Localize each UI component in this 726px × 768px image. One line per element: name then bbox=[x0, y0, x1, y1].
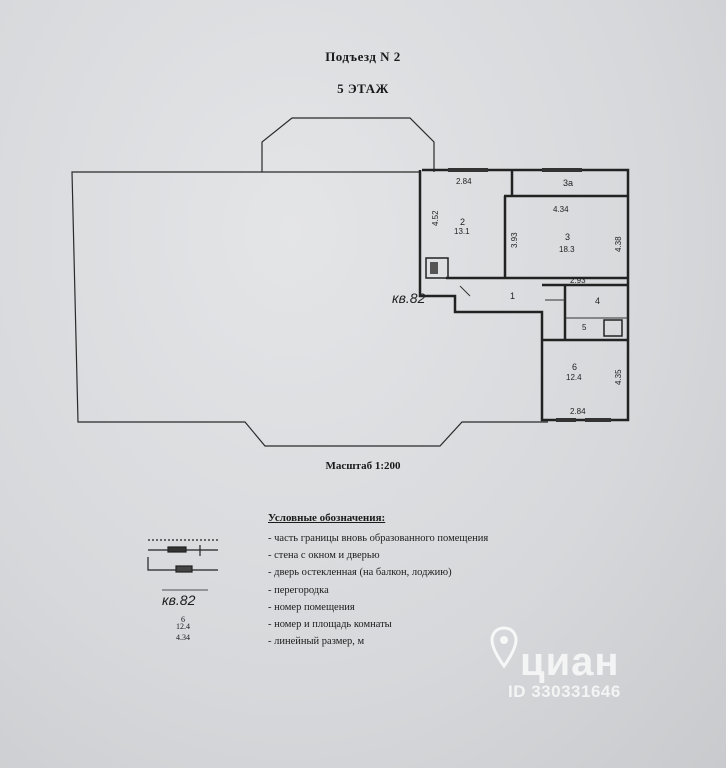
building-outline bbox=[71, 171, 548, 447]
room-6-number: 6 bbox=[572, 362, 577, 372]
watermark-id: ID 330331646 bbox=[508, 682, 621, 701]
room-3-area: 18.3 bbox=[559, 245, 575, 254]
dim-room6-vertical: 4.35 bbox=[614, 369, 623, 385]
bath-fixture bbox=[603, 319, 623, 337]
kitchen-fixture bbox=[425, 257, 449, 279]
partition-lines bbox=[459, 285, 628, 319]
room-6-area: 12.4 bbox=[566, 373, 582, 382]
room-5-number: 5 bbox=[582, 323, 587, 332]
legend-list: - часть границы вновь образованного поме… bbox=[268, 530, 488, 650]
legend-item: - стена с окном и дверью bbox=[268, 550, 380, 562]
dim-top-left: 2.84 bbox=[456, 177, 472, 186]
legend-item: - часть границы вновь образованного поме… bbox=[268, 533, 489, 544]
entrance-title: Подъезд N 2 bbox=[325, 49, 401, 64]
legend-title: Условные обозначения: bbox=[268, 512, 386, 524]
room-1-number: 1 bbox=[510, 291, 515, 301]
floor-title: 5 ЭТАЖ bbox=[337, 81, 389, 96]
room-3a-number: 3а bbox=[563, 178, 573, 188]
building-outline-top bbox=[261, 117, 435, 172]
dim-bottom: 2.84 bbox=[570, 407, 586, 416]
legend-item: - номер помещения bbox=[268, 601, 355, 613]
legend-item: - перегородка bbox=[268, 584, 329, 596]
location-pin-icon bbox=[490, 626, 518, 669]
legend-symbol-room-number: 6 bbox=[181, 615, 185, 624]
legend-symbol-dimension: 4.34 bbox=[176, 633, 190, 642]
dim-mid-horizontal: 2.93 bbox=[570, 276, 586, 285]
watermark-brand: циан bbox=[520, 640, 620, 684]
legend-item: - дверь остекленная (на балкон, лоджию) bbox=[268, 567, 452, 579]
legend-symbol-room-area: 12.4 bbox=[176, 622, 190, 631]
room-4-number: 4 bbox=[595, 296, 600, 306]
room-2-number: 2 bbox=[460, 217, 465, 227]
legend-symbols bbox=[147, 539, 218, 591]
legend-item: - номер и площадь комнаты bbox=[268, 619, 392, 631]
dim-left-vertical: 4.52 bbox=[431, 210, 440, 226]
legend-item: - линейный размер, м bbox=[268, 636, 365, 648]
dim-top-right: 4.34 bbox=[553, 205, 569, 214]
dim-right-vertical: 4.38 bbox=[614, 236, 623, 252]
apartment-label: кв.82 bbox=[392, 290, 426, 306]
window-marks bbox=[448, 168, 611, 422]
legend-symbol-room: 6 12.4 bbox=[176, 615, 190, 631]
dim-mid-vertical: 3.93 bbox=[510, 232, 519, 248]
room-3-number: 3 bbox=[565, 232, 570, 242]
room-2-area: 13.1 bbox=[454, 227, 470, 236]
legend-symbol-apartment: кв.82 bbox=[162, 592, 196, 608]
apartment-walls bbox=[418, 168, 630, 422]
scale-label: Масштаб 1:200 bbox=[325, 460, 401, 472]
